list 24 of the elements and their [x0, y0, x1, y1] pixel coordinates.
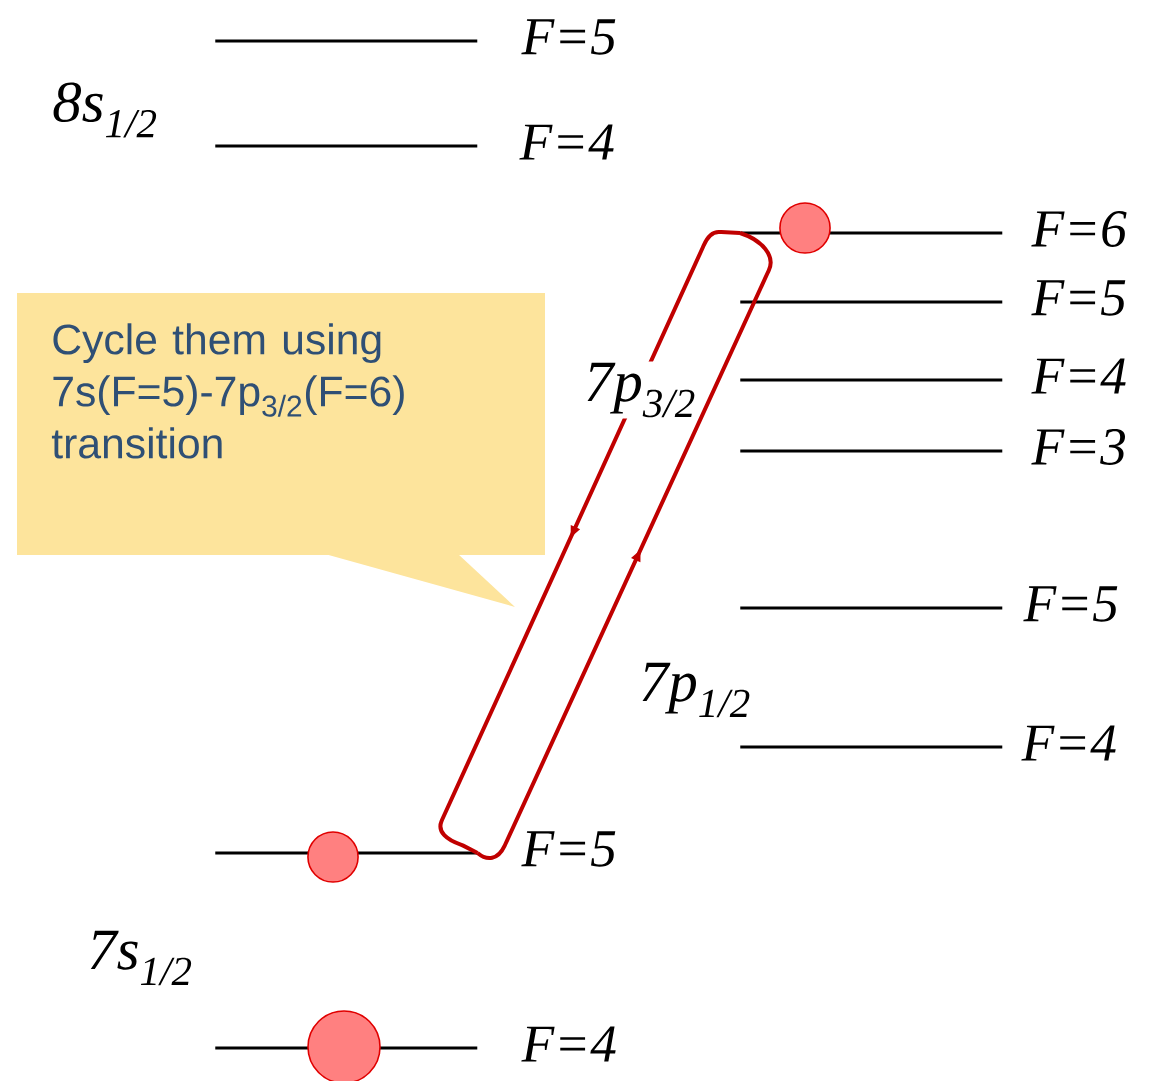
energy-level-line	[740, 378, 1003, 382]
energy-level-line	[215, 144, 478, 148]
energy-level-line	[740, 449, 1003, 453]
level-label: F=4	[1021, 725, 1116, 761]
state-label: 7s$_{1/2}$	[86, 929, 194, 987]
energy-level-line	[740, 300, 1003, 304]
level-label: F=4	[519, 124, 614, 160]
level-label: F=5	[1023, 586, 1118, 622]
level-label: F=5	[521, 831, 616, 867]
cycle-arrow	[438, 230, 741, 855]
callout-box: Cycle them using 7s(F=5)-7p$_{3/2}$(F=6) transition	[17, 293, 545, 607]
level-label: F=3	[1031, 429, 1125, 465]
cycle-arrow	[476, 231, 773, 860]
energy-level-line	[740, 606, 1003, 610]
level-label: F=6	[1031, 211, 1127, 247]
state-label: 8s$_{1/2}$	[51, 81, 159, 139]
level-label: F=4	[521, 1026, 616, 1062]
energy-level-line	[215, 39, 478, 43]
energy-level-line	[740, 745, 1003, 749]
level-label: F=4	[1031, 358, 1126, 394]
level-label: F=5	[521, 19, 616, 55]
state-label: 7p$_{1/2}$	[637, 661, 753, 719]
level-label: F=5	[1031, 280, 1126, 316]
state-label: 7p$_{3/2}$	[582, 361, 698, 419]
